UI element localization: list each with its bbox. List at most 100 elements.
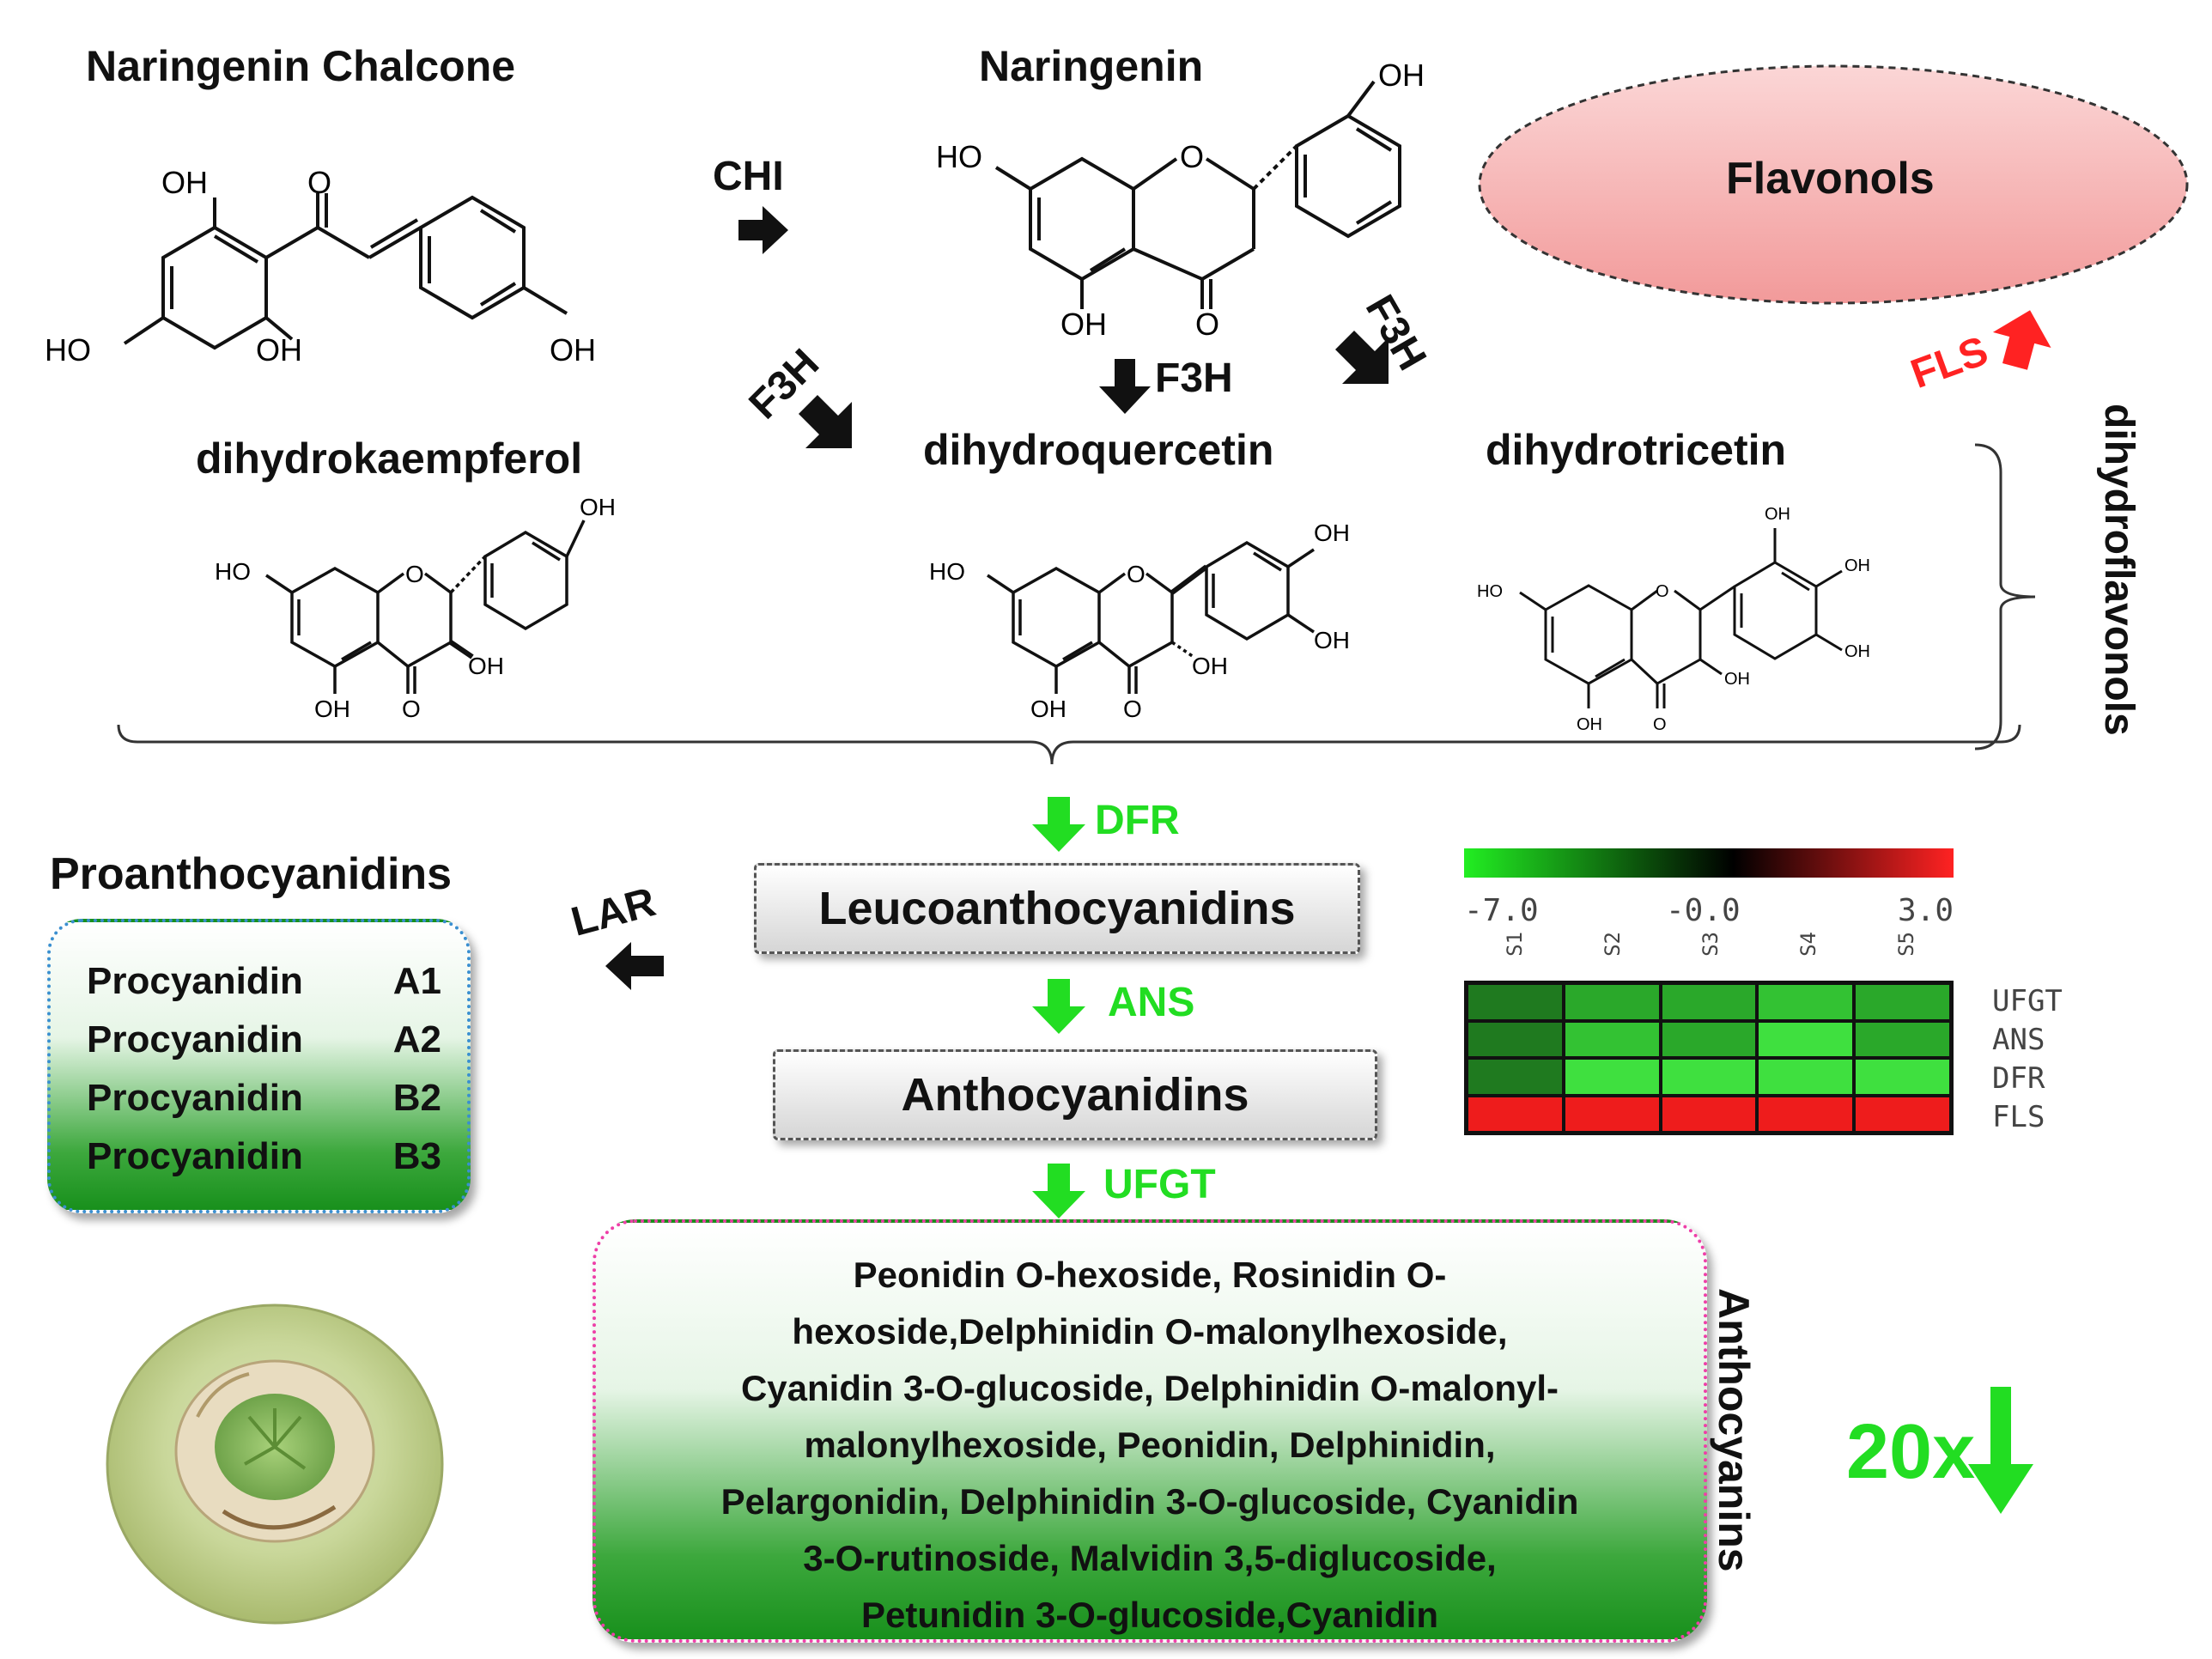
heatmap-gene-label: FLS bbox=[1992, 1100, 2045, 1134]
list-item: Procyanidin B2 bbox=[87, 1077, 441, 1135]
naringenin-title: Naringenin bbox=[979, 42, 1204, 90]
heatmap-sample-label: S1 bbox=[1503, 932, 1527, 957]
scale-mid-label: -0.0 bbox=[1666, 893, 1741, 928]
f3h-middle-arrow-icon bbox=[1099, 359, 1151, 414]
heatmap-cell-ufgt-s5 bbox=[1854, 983, 1951, 1021]
naringenin-oh-top: OH bbox=[1378, 58, 1425, 93]
anthocyanin-line: Cyanidin 3-O-glucoside, Delphinidin O-ma… bbox=[740, 1368, 1559, 1408]
dhq-oh-3: OH bbox=[1192, 653, 1228, 679]
chalcone-oh-right: OH bbox=[550, 332, 596, 368]
naringenin-oh-bottom: OH bbox=[1060, 307, 1107, 342]
chi-arrow-icon bbox=[738, 206, 788, 254]
chalcone-ho-left: HO bbox=[45, 332, 91, 368]
heatmap-cell-fls-s2 bbox=[1563, 1095, 1661, 1133]
dihydrotricetin-structure: O HO OH OH OH OH OH O bbox=[1477, 505, 1870, 734]
dhk-oh-3: OH bbox=[468, 653, 504, 679]
heatmap-color-scale bbox=[1464, 848, 1954, 878]
leucoanthocyanidins-box: Leucoanthocyanidins bbox=[754, 863, 1360, 954]
dfr-down-arrow-icon bbox=[1032, 797, 1085, 852]
heatmap-cell-dfr-s5 bbox=[1854, 1058, 1951, 1096]
procyanidin-name: Procyanidin bbox=[87, 1018, 303, 1060]
enzyme-ans-label: ANS bbox=[1108, 980, 1195, 1025]
heatmap-grid bbox=[1464, 981, 1954, 1135]
heatmap-cell-dfr-s4 bbox=[1757, 1058, 1855, 1096]
fls-up-arrow-icon bbox=[1992, 310, 2051, 370]
flavonols-ellipse bbox=[1478, 64, 2189, 305]
heatmap-cell-ans-s4 bbox=[1757, 1020, 1855, 1058]
enzyme-ufgt-label: UFGT bbox=[1103, 1162, 1216, 1207]
flavonols-label: Flavonols bbox=[1726, 154, 1935, 204]
enzyme-f3h-middle-label: F3H bbox=[1155, 356, 1233, 401]
dihydroflavonols-label: dihydroflavonols bbox=[2096, 404, 2142, 736]
heatmap-cell-fls-s4 bbox=[1757, 1095, 1855, 1133]
anthocyanin-line: Pelargonidin, Delphinidin 3-O-glucoside,… bbox=[720, 1481, 1579, 1522]
naringenin-carbonyl-o: O bbox=[1195, 307, 1219, 342]
procyanidins-box: Procyanidin A1 Procyanidin A2 Procyanidi… bbox=[47, 919, 471, 1213]
dhq-oh-4prime: OH bbox=[1314, 627, 1350, 653]
heatmap-cell-ufgt-s1 bbox=[1467, 983, 1564, 1021]
anthocyanin-line: malonylhexoside, Peonidin, Delphinidin, bbox=[804, 1425, 1496, 1465]
heatmap-cell-fls-s5 bbox=[1854, 1095, 1951, 1133]
heatmap-cell-ans-s2 bbox=[1563, 1020, 1661, 1058]
dhk-ho: HO bbox=[215, 558, 251, 585]
heatmap-cell-fls-s3 bbox=[1660, 1095, 1758, 1133]
dhk-ring-o: O bbox=[405, 561, 424, 587]
heatmap-gene-label: UFGT bbox=[1992, 984, 2063, 1018]
anthocyanidins-label: Anthocyanidins bbox=[901, 1069, 1249, 1121]
heatmap-cell-ans-s1 bbox=[1467, 1020, 1564, 1058]
dihydroquercetin-title: dihydroquercetin bbox=[923, 426, 1274, 474]
scale-min-label: -7.0 bbox=[1464, 893, 1539, 928]
heatmap-cell-dfr-s1 bbox=[1467, 1058, 1564, 1096]
naringenin-ho: HO bbox=[936, 139, 982, 174]
dihydroquercetin-structure: O HO OH OH OH OH O bbox=[929, 520, 1350, 722]
fold-change-label: 20x bbox=[1846, 1409, 1976, 1495]
dht-oh-mid: OH bbox=[1844, 556, 1870, 575]
heatmap-gene-label: ANS bbox=[1992, 1023, 2045, 1057]
dht-oh-low: OH bbox=[1844, 642, 1870, 661]
enzyme-lar-label: LAR bbox=[566, 879, 660, 945]
heatmap-cell-ans-s3 bbox=[1660, 1020, 1758, 1058]
heatmap-sample-label: S3 bbox=[1698, 932, 1723, 957]
anthocyanin-line: Petunidin 3-O-glucoside,Cyanidin bbox=[860, 1595, 1439, 1635]
enzyme-fls-label: FLS bbox=[1905, 328, 1994, 398]
anthocyanins-list: Peonidin O-hexoside, Rosinidin O- hexosi… bbox=[613, 1247, 1686, 1644]
chalcone-oh-top: OH bbox=[161, 165, 208, 200]
dht-oh-top: OH bbox=[1765, 505, 1790, 524]
anthocyanins-box: Peonidin O-hexoside, Rosinidin O- hexosi… bbox=[592, 1219, 1707, 1643]
heatmap-sample-label: S5 bbox=[1894, 932, 1918, 957]
procyanidins-list: Procyanidin A1 Procyanidin A2 Procyanidi… bbox=[87, 960, 441, 1194]
naringenin-structure: O HO OH OH O bbox=[936, 58, 1425, 342]
scale-max-label: 3.0 bbox=[1898, 893, 1954, 928]
procyanidin-name: Procyanidin bbox=[87, 1135, 303, 1177]
dhq-ho: HO bbox=[929, 558, 965, 585]
fold-change-down-arrow-icon bbox=[1968, 1387, 2033, 1514]
dhq-oh-3prime: OH bbox=[1314, 520, 1350, 546]
dhq-carbonyl-o: O bbox=[1123, 696, 1142, 722]
dhq-ring-o: O bbox=[1127, 561, 1146, 587]
dht-oh-5: OH bbox=[1577, 715, 1602, 734]
f3h-left-arrow-icon bbox=[799, 395, 852, 448]
list-item: Procyanidin B3 bbox=[87, 1135, 441, 1194]
leucoanthocyanidins-label: Leucoanthocyanidins bbox=[818, 883, 1296, 934]
chalcone-oh-bottom: OH bbox=[256, 332, 302, 368]
f3h-right-arrow-icon bbox=[1335, 331, 1389, 384]
anthocyanin-line: Peonidin O-hexoside, Rosinidin O- bbox=[853, 1255, 1447, 1295]
enzyme-dfr-label: DFR bbox=[1095, 798, 1180, 843]
dihydrokaempferol-title: dihydrokaempferol bbox=[196, 434, 583, 483]
anthocyanins-label: Anthocyanins bbox=[1710, 1288, 1758, 1572]
dihydroflavonols-bracket bbox=[1974, 443, 2036, 750]
heatmap-sample-label: S2 bbox=[1601, 932, 1625, 957]
heatmap-cell-fls-s1 bbox=[1467, 1095, 1564, 1133]
procyanidin-name: Procyanidin bbox=[87, 960, 303, 1002]
dhk-oh-top: OH bbox=[580, 494, 616, 520]
procyanidin-code: A1 bbox=[392, 960, 441, 1002]
dht-carbonyl-o: O bbox=[1653, 715, 1667, 734]
heatmap-cell-dfr-s3 bbox=[1660, 1058, 1758, 1096]
heatmap-cell-ans-s5 bbox=[1854, 1020, 1951, 1058]
anthocyanidins-box: Anthocyanidins bbox=[773, 1049, 1377, 1140]
procyanidin-code: B3 bbox=[392, 1135, 441, 1177]
dht-ho: HO bbox=[1477, 582, 1503, 601]
heatmap-cell-ufgt-s3 bbox=[1660, 983, 1758, 1021]
list-item: Procyanidin A2 bbox=[87, 1018, 441, 1077]
